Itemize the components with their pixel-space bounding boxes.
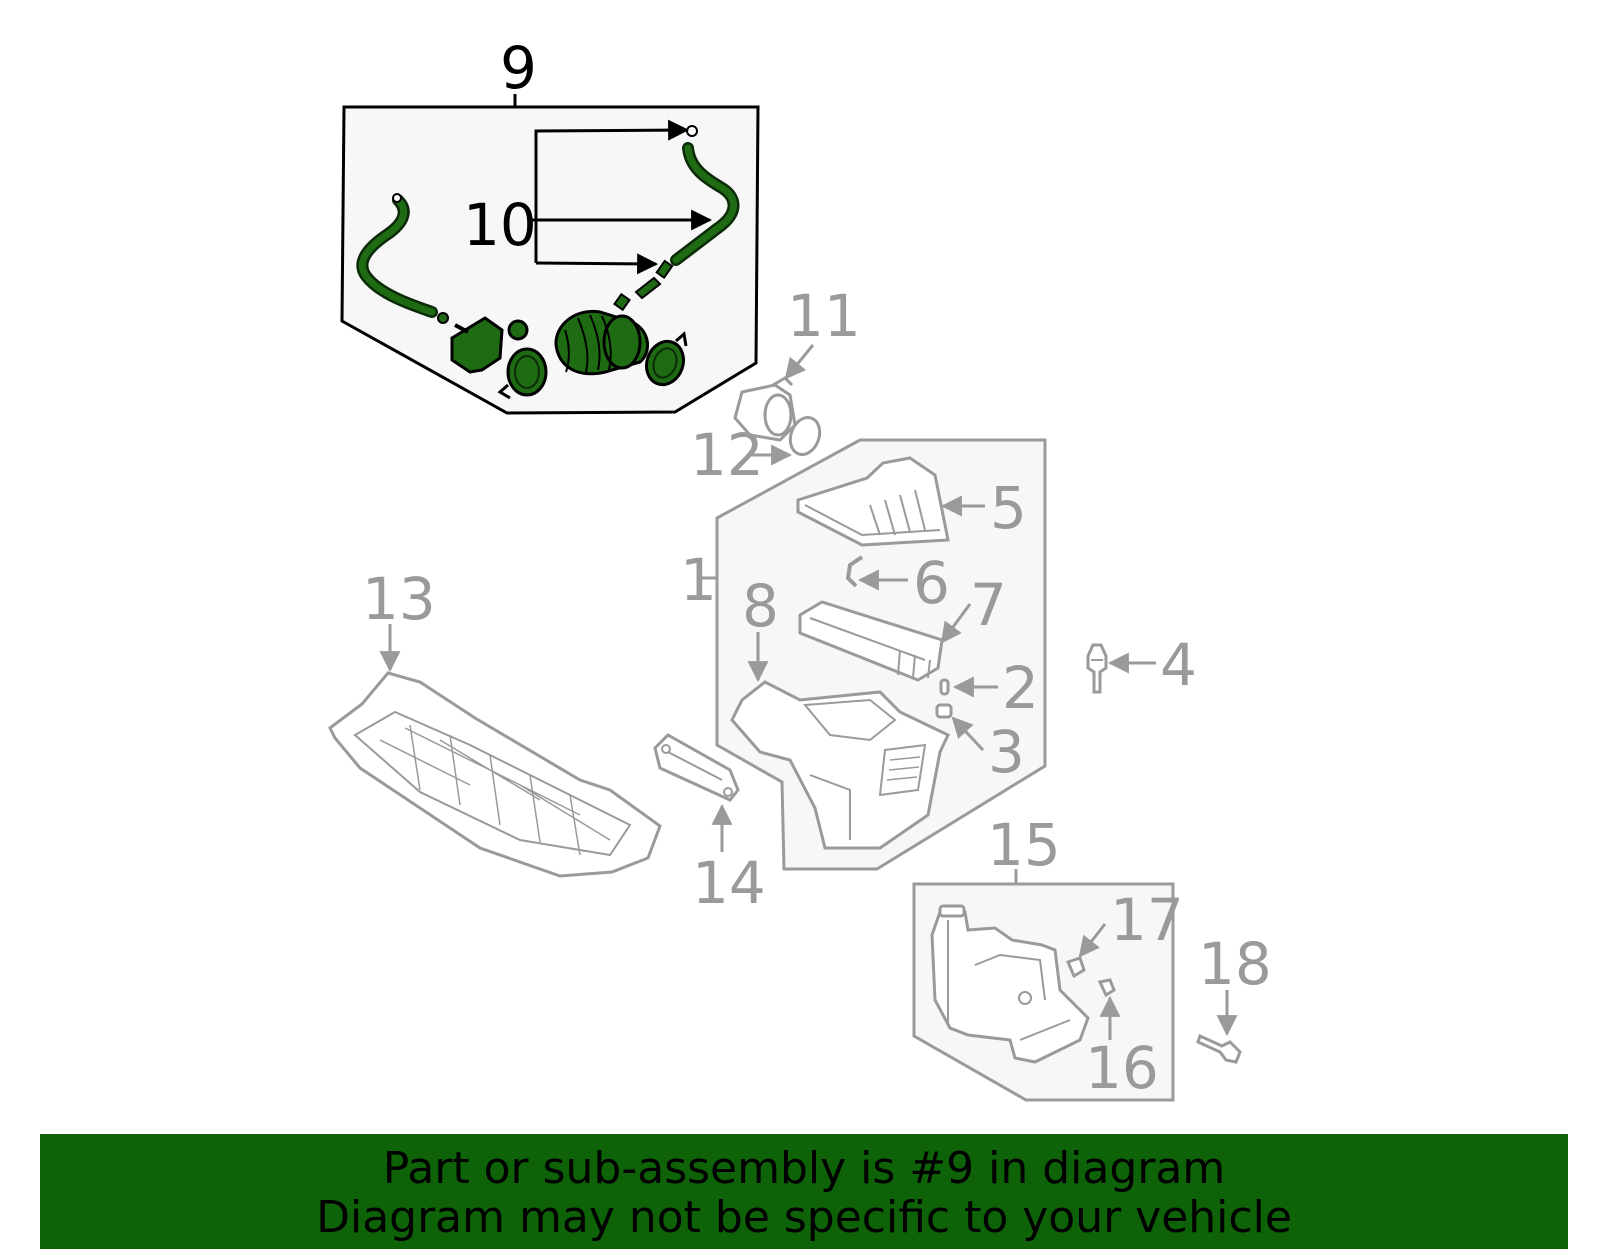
callout-14: 14 bbox=[692, 849, 766, 917]
callout-18: 18 bbox=[1198, 930, 1272, 998]
grommet-2[interactable] bbox=[939, 678, 950, 696]
banner-line-2: Diagram may not be specific to your vehi… bbox=[316, 1192, 1292, 1243]
part-13-group[interactable]: 13 bbox=[328, 565, 662, 878]
bolt-18[interactable] bbox=[1196, 1033, 1242, 1064]
callout-15: 15 bbox=[987, 811, 1061, 879]
callout-3: 3 bbox=[988, 718, 1025, 786]
hose-clip-icon bbox=[392, 193, 402, 203]
assembly-9-box bbox=[340, 105, 760, 415]
air-guide-13[interactable] bbox=[328, 671, 662, 878]
bolt-4[interactable] bbox=[1086, 643, 1108, 694]
part-18-group[interactable]: 18 bbox=[1196, 930, 1272, 1064]
banner-line-1: Part or sub-assembly is #9 in diagram bbox=[382, 1143, 1226, 1194]
grommet-16[interactable] bbox=[1097, 978, 1116, 998]
callout-10: 10 bbox=[463, 191, 537, 259]
callout-1: 1 bbox=[680, 546, 717, 614]
callout-8: 8 bbox=[742, 572, 779, 640]
callout-11: 11 bbox=[787, 282, 861, 350]
callout-4: 4 bbox=[1160, 631, 1197, 699]
part-14-group[interactable]: 14 bbox=[653, 733, 766, 917]
intake-duct[interactable] bbox=[554, 309, 649, 376]
leader-17 bbox=[1078, 923, 1107, 958]
callout-6: 6 bbox=[913, 549, 950, 617]
small-fitting-1[interactable] bbox=[613, 292, 631, 312]
callout-13: 13 bbox=[362, 565, 436, 633]
leader-7 bbox=[940, 603, 972, 644]
callout-7: 7 bbox=[970, 571, 1007, 639]
assembly-1-group[interactable]: 1 5 6 7 2 3 8 bbox=[680, 438, 1047, 871]
leader-3 bbox=[951, 716, 985, 752]
callout-17: 17 bbox=[1110, 886, 1184, 954]
callout-2: 2 bbox=[1002, 654, 1039, 722]
part-11-12-group[interactable]: 11 12 bbox=[690, 282, 861, 489]
callout-16: 16 bbox=[1085, 1034, 1159, 1102]
air-cleaner-cover[interactable] bbox=[796, 456, 950, 547]
part-4-group[interactable]: 4 bbox=[1086, 631, 1197, 699]
clip-6[interactable] bbox=[845, 555, 864, 588]
air-cleaner-lower-housing[interactable] bbox=[730, 680, 950, 850]
info-banner: Part or sub-assembly is #9 in diagram Di… bbox=[40, 1134, 1568, 1249]
insulator-3[interactable] bbox=[935, 703, 953, 719]
small-fitting-2[interactable] bbox=[634, 276, 662, 300]
leader-11 bbox=[784, 344, 815, 380]
o-ring[interactable] bbox=[785, 413, 824, 458]
assembly-15-group[interactable]: 15 17 16 bbox=[912, 811, 1184, 1102]
callout-12: 12 bbox=[690, 421, 764, 489]
assembly-9-group[interactable]: 9 10 bbox=[340, 34, 760, 415]
callout-5: 5 bbox=[990, 474, 1027, 542]
cap-17[interactable] bbox=[1065, 956, 1086, 979]
callout-9: 9 bbox=[500, 34, 537, 102]
